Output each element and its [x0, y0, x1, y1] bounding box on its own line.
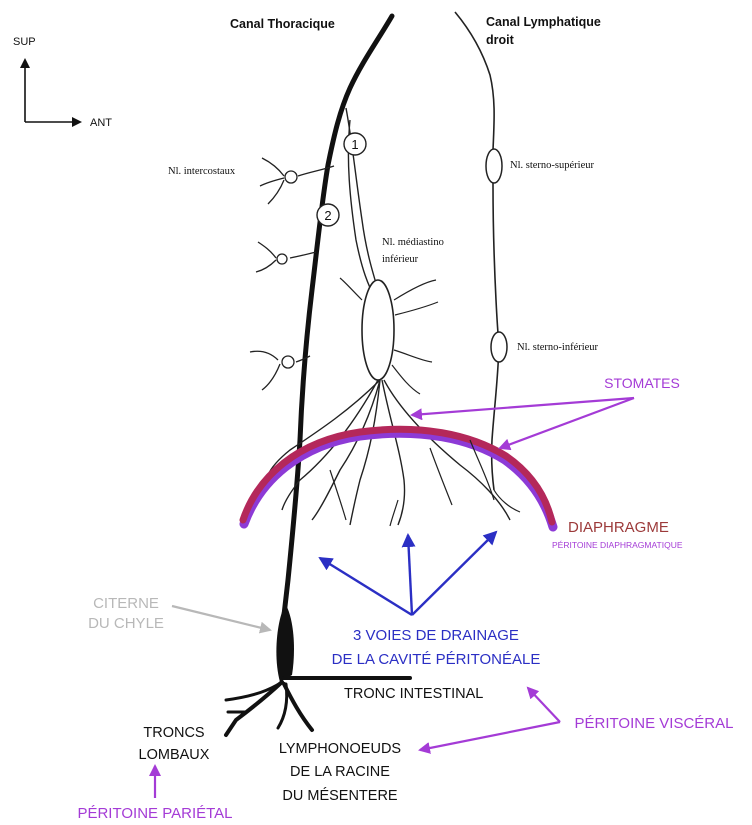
mesentery-label-3: DU MÉSENTERE — [282, 787, 398, 804]
visceral-peritoneum-label: PÉRITOINE VISCÉRAL — [575, 715, 734, 732]
drainage-arrow-center — [408, 535, 412, 615]
sterno-inferior-node — [491, 332, 507, 362]
mesentery-label-1: LYMPHONOEUDS — [279, 741, 401, 757]
stomates-arrow-1 — [412, 398, 634, 415]
ant-label: ANT — [90, 117, 112, 129]
marker-1: 1 — [351, 137, 358, 152]
cisterna-label-2: DU CHYLE — [88, 615, 164, 632]
lumbar-label-2: LOMBAUX — [139, 747, 210, 763]
cisterna-chyli — [276, 605, 294, 682]
cisterna-arrow — [172, 606, 270, 630]
mesenteric-trunk — [284, 684, 312, 730]
intercostal-node-3 — [282, 356, 294, 368]
mediastinal-label-2: inférieur — [382, 254, 419, 265]
drainage-label-2: DE LA CAVITÉ PÉRITONÉALE — [332, 651, 541, 668]
thoracic-duct-heading: Canal Thoracique — [230, 17, 335, 31]
right-lymph-duct-heading-2: droit — [486, 33, 515, 47]
parietal-peritoneum-label: PÉRITOINE PARIÉTAL — [77, 805, 232, 822]
mediastinal-inferior-node — [362, 280, 394, 380]
stomates-arrow-2 — [500, 398, 634, 448]
intercostal-label: Nl. intercostaux — [168, 166, 236, 177]
diaphragm-label: DIAPHRAGME — [568, 519, 669, 536]
cisterna-label-1: CITERNE — [93, 595, 159, 612]
mesenteric-trunk-2 — [278, 684, 287, 728]
intercostal-node-2 — [277, 254, 287, 264]
stomates-label: STOMATES — [604, 375, 680, 391]
drainage-arrow-left — [320, 558, 412, 615]
diaphragm — [243, 429, 552, 522]
marker-2: 2 — [324, 208, 331, 223]
lumbar-label-1: TRONCS — [143, 725, 204, 741]
sterno-superior-label: Nl. sterno-supérieur — [510, 160, 594, 171]
visceral-arrow-2 — [420, 722, 560, 750]
mediastinal-label-1: Nl. médiastino — [382, 237, 444, 248]
orientation-axes: SUP ANT — [13, 36, 112, 129]
lumbar-trunk-left — [226, 682, 282, 735]
drainage-label-1: 3 VOIES DE DRAINAGE — [353, 627, 519, 644]
sterno-superior-node — [486, 149, 502, 183]
sup-label: SUP — [13, 36, 36, 48]
right-lymph-duct-heading-1: Canal Lymphatique — [486, 15, 601, 29]
diaphragm-peritoneum-label: PÉRITOINE DIAPHRAGMATIQUE — [552, 540, 683, 550]
drainage-arrow-right — [412, 532, 496, 615]
intercostal-node-1 — [285, 171, 297, 183]
mesentery-label-2: DE LA RACINE — [290, 764, 390, 780]
sterno-inferior-label: Nl. sterno-inférieur — [517, 342, 599, 353]
visceral-arrow-1 — [528, 688, 560, 722]
intestinal-trunk-label: TRONC INTESTINAL — [344, 686, 483, 702]
right-lymphatic-duct — [455, 12, 499, 490]
